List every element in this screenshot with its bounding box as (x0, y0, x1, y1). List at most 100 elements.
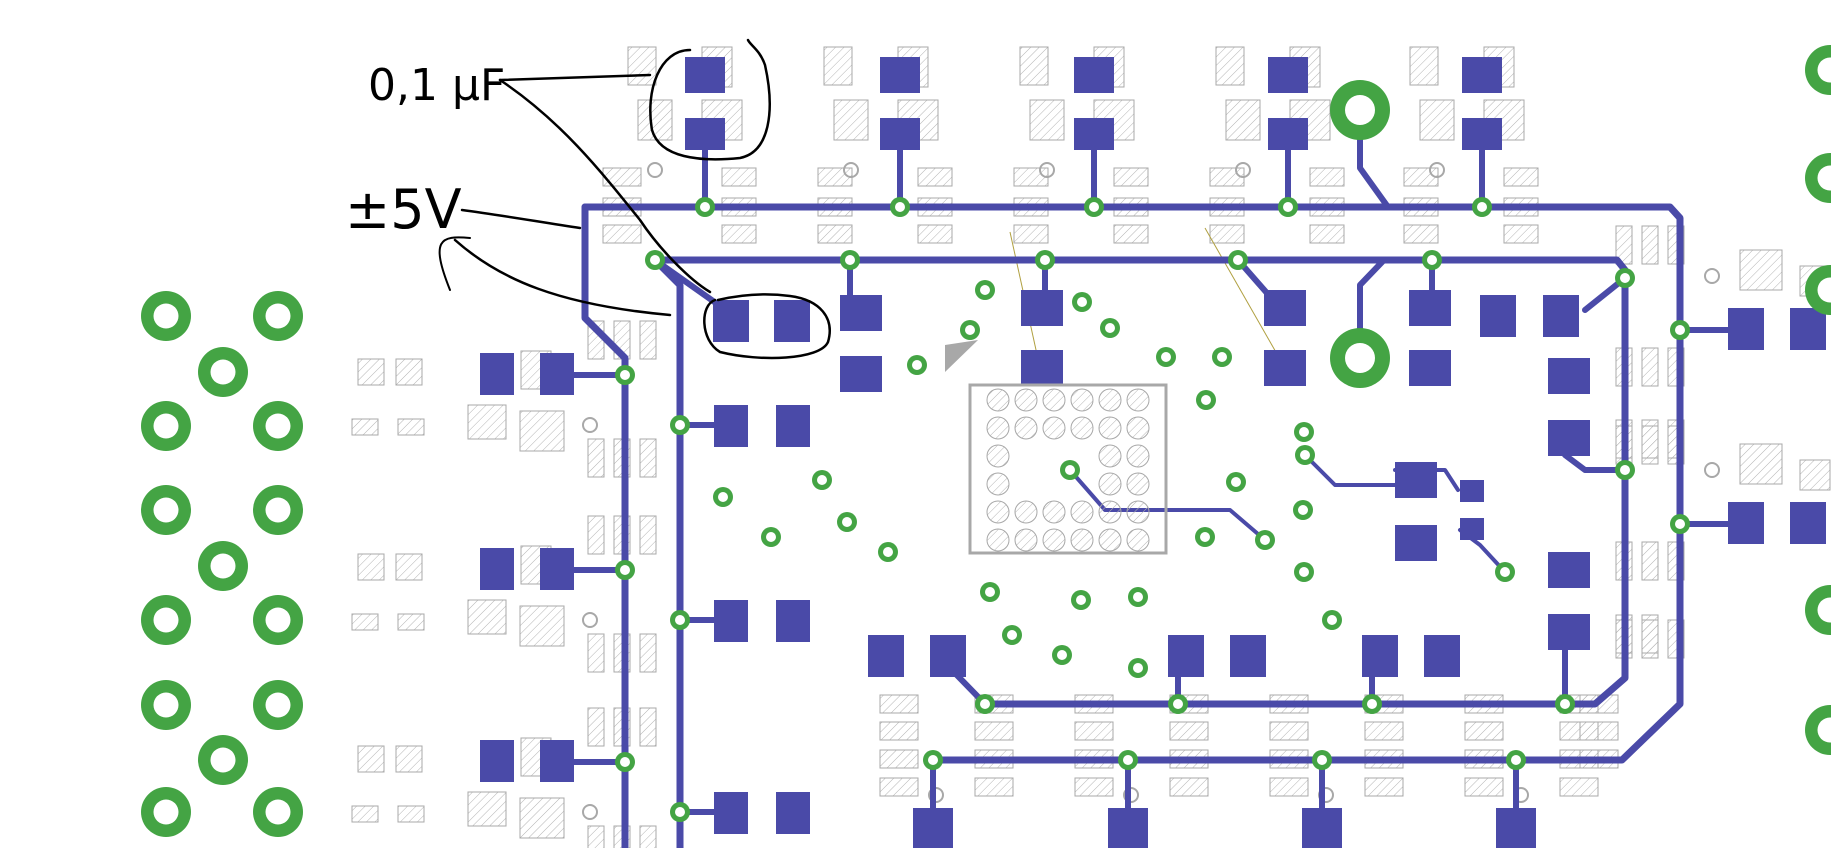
bga-ball (1042, 416, 1066, 440)
silkscreen-pad (397, 613, 425, 631)
via-hole (1317, 755, 1327, 765)
silkscreen-pad (879, 694, 919, 714)
silkscreen-pad (974, 777, 1014, 797)
bga-ball (1098, 500, 1122, 524)
fiducial-mark (582, 612, 598, 628)
silkscreen-pad (519, 797, 565, 839)
via-hole (1077, 297, 1087, 307)
via-hole (265, 413, 291, 439)
silkscreen-pad (917, 167, 953, 187)
silkscreen-pad (351, 805, 379, 823)
silkscreen-pad (587, 825, 605, 848)
smd-pad (714, 792, 748, 834)
silkscreen-pad (1209, 224, 1245, 244)
bga-ball (1126, 444, 1150, 468)
bga-ball (1042, 528, 1066, 552)
smd-pad (1460, 480, 1484, 502)
smd-pad (1462, 57, 1502, 93)
smd-pads (480, 57, 1826, 848)
silkscreen-pad (397, 418, 425, 436)
via-hole (620, 565, 630, 575)
silkscreen-pad (1464, 777, 1504, 797)
smd-pad (1728, 502, 1764, 544)
via-hole (1300, 450, 1310, 460)
via-hole (1065, 465, 1075, 475)
bga-ball (1126, 416, 1150, 440)
copper-trace (581, 203, 629, 848)
ink-stroke (498, 78, 712, 294)
smd-pad (1074, 57, 1114, 93)
smd-pad (880, 57, 920, 93)
ink-stroke (438, 236, 471, 291)
via-hole (1200, 532, 1210, 542)
smd-pad (1395, 462, 1437, 498)
fiducial-mark (1235, 162, 1251, 178)
smd-pad (1548, 358, 1590, 394)
via-hole (1217, 352, 1227, 362)
smd-pad (1790, 502, 1826, 544)
via-hole (1675, 325, 1685, 335)
bga-ball (1098, 444, 1122, 468)
via-hole (1201, 395, 1211, 405)
silkscreen-pad (1641, 541, 1659, 581)
bga-ball (986, 444, 1010, 468)
smd-pad (1268, 57, 1308, 93)
silkscreen-pad (357, 553, 385, 581)
via-hole (700, 202, 710, 212)
ink-stroke (649, 38, 771, 161)
silkscreen-pad (1309, 167, 1345, 187)
silkscreen-pad (721, 167, 757, 187)
smd-pad (1548, 614, 1590, 650)
smd-pad (714, 600, 748, 642)
smd-pad (1021, 290, 1063, 326)
silkscreen-pad (397, 805, 425, 823)
via-hole (895, 202, 905, 212)
smd-pad (774, 300, 810, 342)
via-hole (265, 692, 291, 718)
via-hole (1299, 567, 1309, 577)
via-hole (620, 757, 630, 767)
via-hole (718, 492, 728, 502)
via-hole (985, 587, 995, 597)
silkscreen-pad (639, 320, 657, 360)
ratsnest-line (1204, 227, 1286, 369)
bga-ball (1014, 416, 1038, 440)
silkscreen-pad (602, 224, 642, 244)
smd-pad (1728, 308, 1764, 350)
via-hole (1007, 630, 1017, 640)
silkscreen-pad (1013, 224, 1049, 244)
ink-stroke (460, 208, 582, 230)
bga-ball (986, 528, 1010, 552)
smd-pad (1548, 420, 1590, 456)
silkscreen-pad (587, 438, 605, 478)
via-hole (1500, 567, 1510, 577)
via-hole (1327, 615, 1337, 625)
via-hole (650, 255, 660, 265)
silkscreen-pad (1641, 225, 1659, 265)
silkscreen-pad (587, 633, 605, 673)
smd-pad (1543, 295, 1579, 337)
silkscreen-pad (1641, 347, 1659, 387)
smd-pad (868, 635, 904, 677)
fiducial-mark (1704, 268, 1720, 284)
fiducial-mark (647, 162, 663, 178)
bga-ball (1070, 388, 1094, 412)
silkscreen-pad (639, 825, 657, 848)
smd-pad (1230, 635, 1266, 677)
via-hole (210, 553, 236, 579)
silkscreen-pad (1641, 419, 1659, 459)
silkscreen-pad (1029, 99, 1065, 141)
bga-ball (986, 472, 1010, 496)
via-hole (1367, 699, 1377, 709)
smd-pad (1264, 350, 1306, 386)
silkscreen-pad (1403, 224, 1439, 244)
via-hole (883, 547, 893, 557)
silkscreen-pad (1019, 46, 1049, 86)
via-hole (1161, 352, 1171, 362)
via-hole (842, 517, 852, 527)
bga-ball (1098, 416, 1122, 440)
ink-stroke (498, 73, 652, 82)
smd-pad (540, 740, 574, 782)
